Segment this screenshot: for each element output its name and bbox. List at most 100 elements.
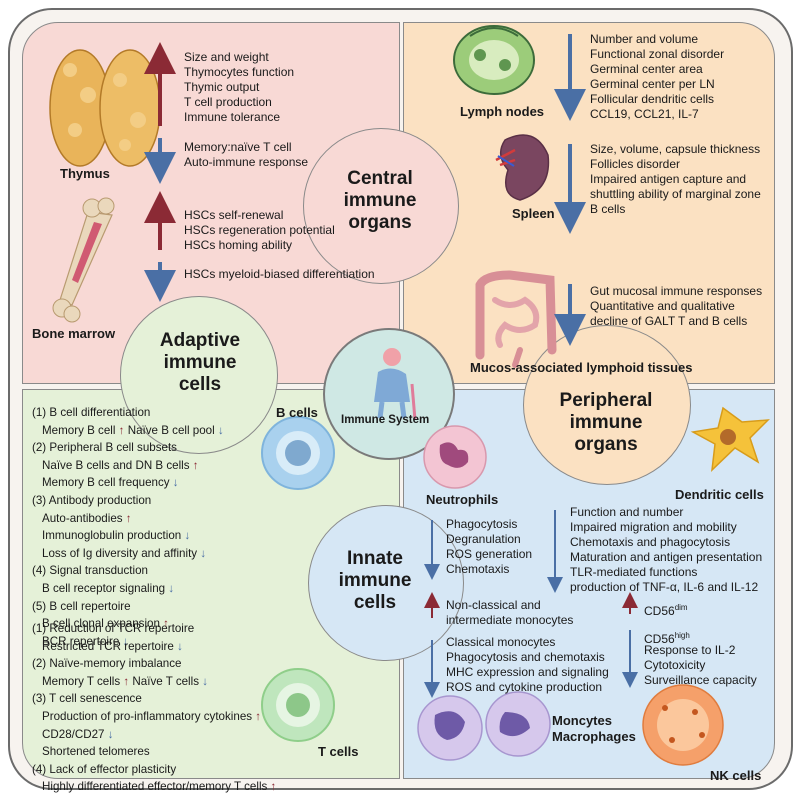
increase-arrow-icon: ↑ (189, 458, 199, 472)
t-cell-item-text: Restricted TCR repertoire (42, 639, 174, 653)
increase-arrow-icon: ↑ (122, 511, 132, 525)
decrease-arrow-icon: ↓ (181, 529, 191, 543)
neutrophil-list: Phagocytosis Degranulation ROS generatio… (446, 517, 533, 576)
b-cell-item: Auto-antibodies ↑ (32, 510, 224, 528)
central-title: Central immune organs (343, 168, 417, 233)
decrease-arrow-icon: ↓ (119, 634, 129, 648)
central-title-bubble (303, 128, 459, 284)
b-cell-item-extra: Naïve B cell pool (124, 423, 215, 437)
t-cell-item-text: Shortened telomeres (42, 745, 150, 759)
b-cell-item-text: (1) B cell differentiation (32, 406, 151, 419)
nk-cells-label: NK cells (710, 768, 762, 783)
lymph-nodes-label: Lymph nodes (460, 104, 545, 119)
thymus-illustration (49, 49, 161, 167)
thymus-down-list: Memory:naïve T cell Auto-immune response (184, 140, 309, 169)
t-cell-item-text: (3) T cell senescence (32, 692, 142, 706)
t-cell-item: Shortened telomeres (32, 743, 276, 761)
decrease-arrow-icon: ↓ (214, 423, 224, 437)
b-cell-illustration (261, 416, 335, 490)
b-cell-item: B cell receptor signaling ↓ (32, 580, 224, 598)
b-cell-item-text: Loss of Ig diversity and affinity (42, 546, 198, 560)
b-cells-label: B cells (276, 405, 318, 420)
t-cell-item: Restricted TCR repertoire ↓ (32, 638, 276, 656)
b-cell-item: (3) Antibody production (32, 492, 224, 510)
b-cell-item-text: Immunoglobulin production (42, 529, 182, 543)
t-cell-item-extra: Naïve T cells (129, 674, 200, 688)
increase-arrow-icon: ↑ (252, 709, 262, 723)
lymph-node-illustration (453, 25, 535, 95)
b-cell-item-text: Memory B cell (42, 423, 116, 437)
peripheral-title: Peripheral immune organs (559, 390, 653, 455)
bone-illustration (52, 197, 115, 323)
increase-arrow-icon: ↑ (115, 423, 125, 437)
t-cell-item-text: CD28/CD27 (42, 727, 105, 741)
t-cell-item: Highly differentiated effector/memory T … (32, 778, 276, 796)
spleen-list: Size, volume, capsule thickness Follicle… (590, 142, 761, 216)
b-cell-item-text: (2) Peripheral B cell subsets (32, 441, 177, 455)
b-cell-item-text: B cell clonal expansion (42, 617, 160, 631)
b-cell-item: Memory B cell frequency ↓ (32, 474, 224, 492)
b-cell-item: (2) Peripheral B cell subsets (32, 439, 224, 457)
adaptive-title-bubble (120, 296, 278, 454)
b-cell-item: Naïve B cells and DN B cells ↑ (32, 457, 224, 475)
decrease-arrow-icon: ↓ (197, 546, 207, 560)
immune-system-label: Immune System (341, 414, 430, 426)
t-cell-item-text: (4) Lack of effector plasticity (32, 762, 177, 776)
monocytes-label: Moncytes Macrophages (552, 713, 636, 744)
elderly-person-icon (374, 348, 417, 421)
nk-cell-illustration (642, 684, 724, 766)
t-cell-item: (4) Lack of effector plasticity (32, 761, 276, 779)
lymph-nodes-list: Number and volume Functional zonal disor… (590, 32, 725, 121)
b-cell-item: BCR repertoire ↓ (32, 633, 224, 651)
t-cell-item: Memory T cells ↑ Naïve T cells ↓ (32, 673, 276, 691)
nk-up-marker: CD56dim (644, 603, 688, 618)
innate-title-bubble (308, 505, 464, 661)
b-cell-item: Loss of Ig diversity and affinity ↓ (32, 545, 224, 563)
b-cell-item: Memory B cell ↑ Naïve B cell pool ↓ (32, 422, 224, 440)
increase-arrow-icon: ↑ (159, 617, 169, 631)
b-cell-item-text: B cell receptor signaling (42, 581, 166, 595)
b-cell-item: (5) B cell repertoire (32, 598, 224, 616)
b-cell-item-text: Naïve B cells and DN B cells (42, 458, 190, 472)
nk-down-list: CD56high Response to IL-2 Cytotoxicity S… (644, 631, 757, 687)
t-cell-illustration (261, 668, 335, 742)
b-cell-item: (4) Signal transduction (32, 562, 224, 580)
monocyte-illustration (417, 691, 551, 761)
increase-arrow-icon: ↑ (267, 780, 277, 794)
b-cell-item-text: (5) B cell repertoire (32, 599, 131, 613)
decrease-arrow-icon: ↓ (169, 476, 179, 490)
adaptive-title: Adaptive immune cells (159, 330, 241, 395)
dendritic-cells-label: Dendritic cells (675, 487, 764, 502)
thymus-up-list: Size and weight Thymocytes function Thym… (184, 50, 295, 124)
monocyte-up-list: Non-classical and intermediate monocytes (446, 598, 574, 627)
t-cell-item-text: Memory T cells (42, 674, 121, 688)
decrease-arrow-icon: ↓ (199, 674, 209, 688)
t-cell-item-text: Production of pro-inflammatory cytokines (42, 709, 253, 723)
t-cell-item-text: (2) Naïve-memory imbalance (32, 657, 182, 671)
monocyte-down-list: Classical monocytes Phagocytosis and che… (446, 635, 609, 694)
spleen-label: Spleen (512, 206, 555, 221)
spleen-illustration (495, 134, 550, 201)
dendritic-list: Function and number Impaired migration a… (570, 505, 763, 594)
bone-marrow-label: Bone marrow (32, 326, 116, 341)
dendritic-cell-illustration (690, 406, 770, 472)
t-cell-item: Production of pro-inflammatory cytokines… (32, 708, 276, 726)
t-cell-item: (2) Naïve-memory imbalance (32, 655, 276, 673)
bone-marrow-up-list: HSCs self-renewal HSCs regeneration pote… (184, 208, 335, 252)
b-cell-item-text: Memory B cell frequency (42, 476, 170, 490)
b-cell-item-text: (4) Signal transduction (32, 564, 148, 578)
t-cell-item: (3) T cell senescence (32, 690, 276, 708)
decrease-arrow-icon: ↓ (104, 727, 114, 741)
malt-list: Gut mucosal immune responses Quantitativ… (590, 284, 763, 328)
t-cell-item-text: Highly differentiated effector/memory T … (42, 780, 268, 794)
malt-label: Mucos-associated lymphoid tissues (470, 360, 693, 375)
intestine-illustration (475, 270, 557, 368)
increase-arrow-icon: ↑ (120, 674, 130, 688)
b-cell-item-text: BCR repertoire (42, 634, 120, 648)
b-cell-item: (1) B cell differentiation (32, 404, 224, 422)
bone-marrow-down-list: HSCs myeloid-biased differentiation (184, 267, 375, 281)
decrease-arrow-icon: ↓ (173, 639, 183, 653)
